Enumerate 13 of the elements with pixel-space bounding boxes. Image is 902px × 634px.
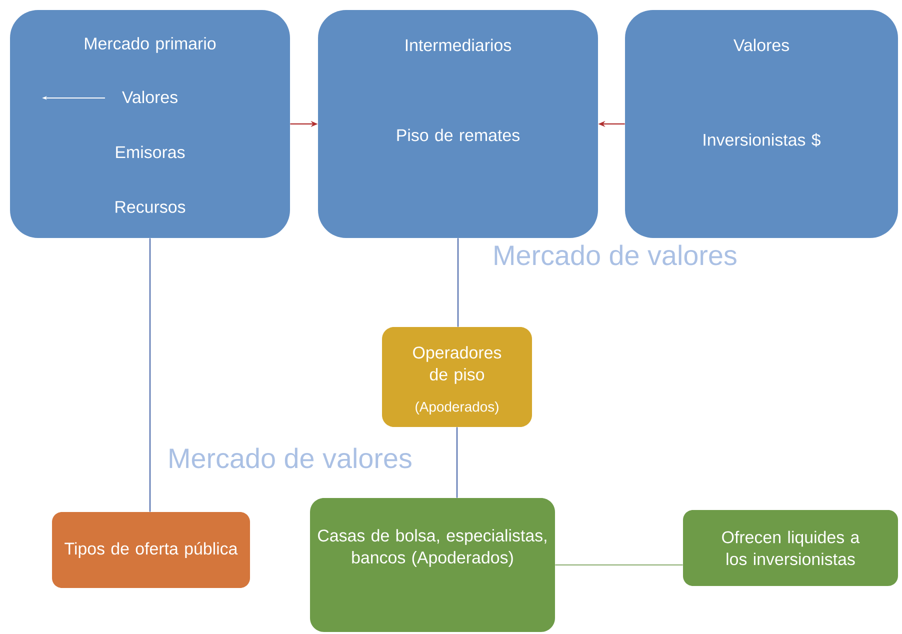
connector	[457, 238, 459, 327]
process-box: Intermediarios Piso de remates	[318, 10, 598, 238]
process-box: Operadores de piso (Apoderados)	[382, 326, 532, 427]
connector	[555, 564, 683, 566]
connector	[149, 238, 151, 512]
process-box: Casas de bolsa, especialistas, bancos (Apoderados)	[310, 498, 555, 632]
connector	[456, 427, 458, 498]
process-box: Tipos de oferta pública	[52, 512, 250, 588]
background-heading: Mercado de valores	[170, 448, 412, 468]
process-box: Mercado primario Valores Emisoras Recursos	[10, 10, 290, 238]
background-heading: Mercado de valores	[494, 244, 736, 266]
process-box: Valores Inversionistas $	[625, 10, 898, 238]
process-box: Ofrecen liquides a los inversionistas	[683, 510, 898, 586]
